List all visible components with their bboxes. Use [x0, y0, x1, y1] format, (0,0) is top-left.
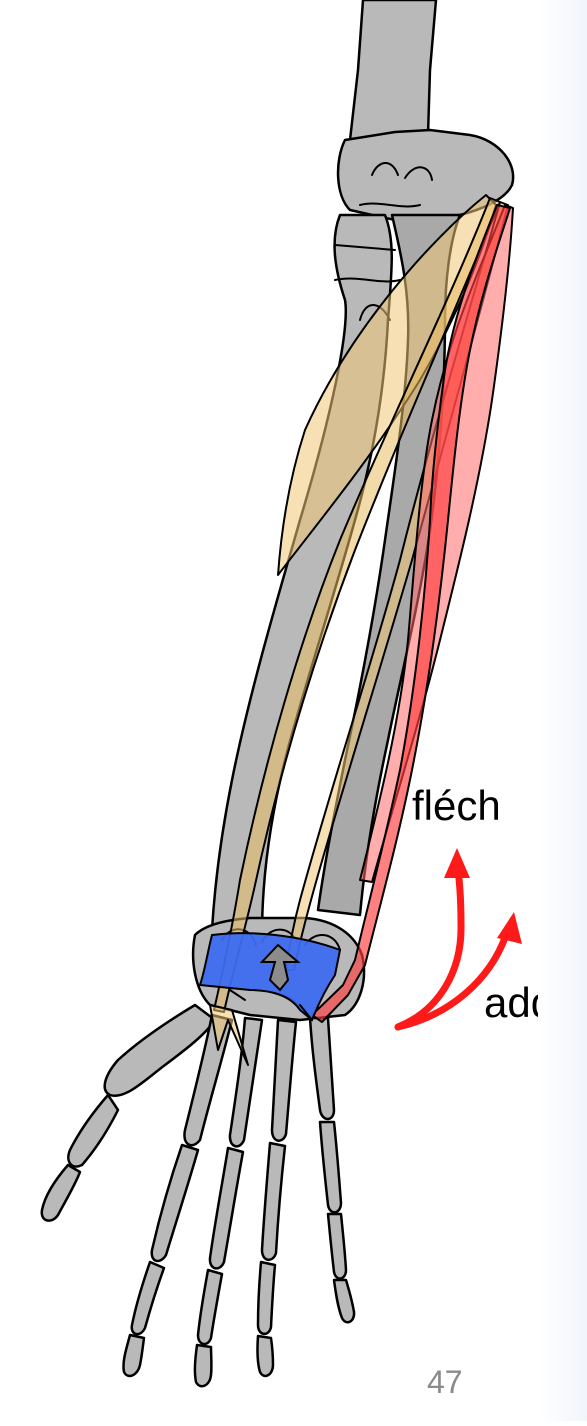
- middle-phalanx-proximal: [210, 1148, 243, 1268]
- ring-phalanx-middle: [258, 1262, 275, 1334]
- page-number: 47: [427, 1364, 463, 1400]
- label-flexion: fléch: [412, 782, 501, 829]
- thumb-phalanx-distal: [42, 1165, 80, 1221]
- middle-phalanx-middle: [198, 1270, 222, 1344]
- ring-metacarpal: [272, 1020, 296, 1141]
- flexion-arrowhead: [444, 848, 470, 878]
- little-phalanx-middle: [328, 1214, 346, 1279]
- thumb-phalanx-proximal: [68, 1095, 118, 1167]
- ring-phalanx-distal: [257, 1336, 273, 1376]
- middle-phalanx-distal: [195, 1345, 212, 1386]
- index-phalanx-middle: [132, 1262, 164, 1334]
- ring-phalanx-proximal: [262, 1143, 285, 1260]
- hand-bones: [42, 1005, 354, 1386]
- little-metacarpal: [310, 1018, 334, 1119]
- little-phalanx-proximal: [320, 1122, 341, 1212]
- slide-edge-panel: [538, 0, 587, 1421]
- humerus-shaft: [350, 0, 436, 140]
- index-phalanx-distal: [123, 1335, 144, 1376]
- index-phalanx-proximal: [152, 1145, 198, 1261]
- little-phalanx-distal: [334, 1280, 354, 1322]
